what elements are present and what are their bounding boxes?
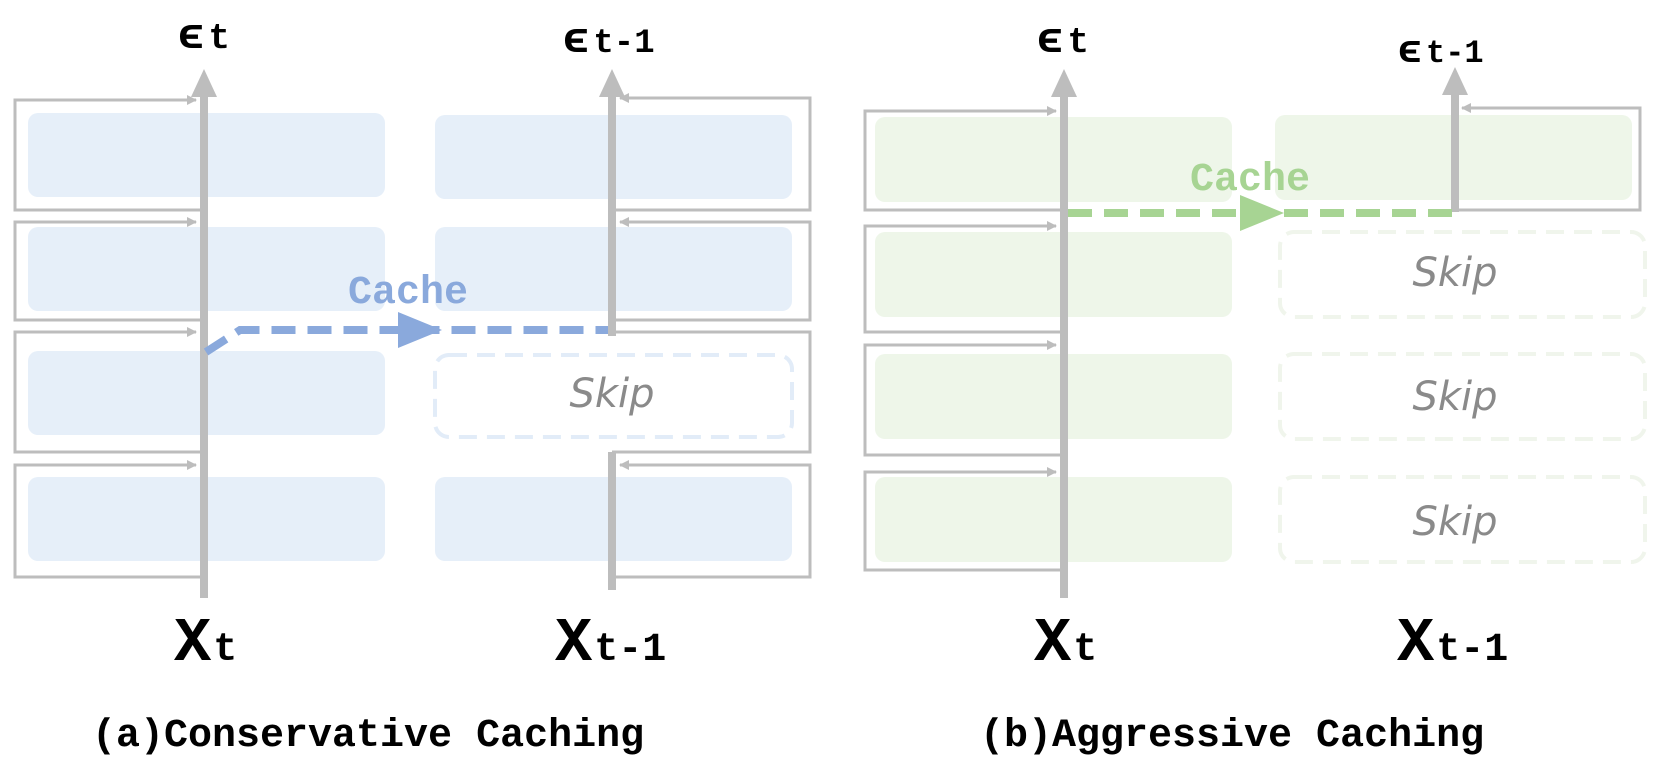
eps-symbol: ϵ bbox=[563, 16, 589, 66]
block-left-2 bbox=[875, 232, 1232, 317]
skip-label: Skip bbox=[1412, 250, 1497, 296]
x-symbol: X bbox=[1034, 608, 1072, 679]
x-sub: t bbox=[1073, 628, 1097, 673]
skip-label: Skip bbox=[1412, 499, 1497, 545]
block-left-3 bbox=[875, 354, 1232, 439]
skip-connection-right bbox=[1455, 103, 1642, 212]
x-sub: t-1 bbox=[1436, 628, 1508, 673]
eps-sub: t-1 bbox=[593, 25, 654, 63]
cache-arrow bbox=[203, 326, 608, 356]
skip-block bbox=[1278, 230, 1647, 319]
eps-symbol: ϵ bbox=[1398, 30, 1422, 75]
x-sub: t-1 bbox=[594, 628, 666, 673]
skip-block bbox=[1278, 352, 1647, 441]
caption-text: Aggressive Caching bbox=[1052, 714, 1484, 759]
label-x-t-1: Xt-1 bbox=[1397, 608, 1508, 679]
eps-symbol: ϵ bbox=[1037, 16, 1063, 66]
label-x-t-1: Xt-1 bbox=[555, 608, 666, 679]
x-symbol: X bbox=[555, 608, 593, 679]
skip-connections-right bbox=[612, 93, 812, 579]
skip-block bbox=[433, 353, 794, 439]
cache-label: Cache bbox=[1190, 158, 1310, 203]
skip-label: Skip bbox=[569, 371, 654, 417]
cache-arrowhead bbox=[1240, 195, 1284, 231]
caption-prefix: (a) bbox=[92, 714, 164, 759]
caption-text: Conservative Caching bbox=[164, 714, 644, 759]
skip-block bbox=[1278, 475, 1647, 564]
label-x-t: Xt bbox=[1034, 608, 1097, 679]
x-symbol: X bbox=[1397, 608, 1435, 679]
eps-sub: t bbox=[208, 18, 230, 59]
skip-connections-left bbox=[13, 95, 204, 579]
caption-conservative: (a)Conservative Caching bbox=[92, 714, 644, 759]
skip-connections-left bbox=[863, 106, 1064, 572]
block-left-4 bbox=[875, 477, 1232, 562]
caption-aggressive: (b)Aggressive Caching bbox=[980, 714, 1484, 759]
eps-symbol: ϵ bbox=[178, 12, 204, 62]
caption-prefix: (b) bbox=[980, 714, 1052, 759]
cache-label: Cache bbox=[348, 271, 468, 316]
eps-sub: t bbox=[1067, 22, 1089, 63]
block-left-1 bbox=[875, 117, 1232, 202]
skip-label: Skip bbox=[1412, 374, 1497, 420]
eps-sub: t-1 bbox=[1426, 35, 1484, 72]
cache-arrowhead bbox=[398, 312, 442, 348]
x-sub: t bbox=[213, 628, 237, 673]
label-x-t: Xt bbox=[174, 608, 237, 679]
x-symbol: X bbox=[174, 608, 212, 679]
